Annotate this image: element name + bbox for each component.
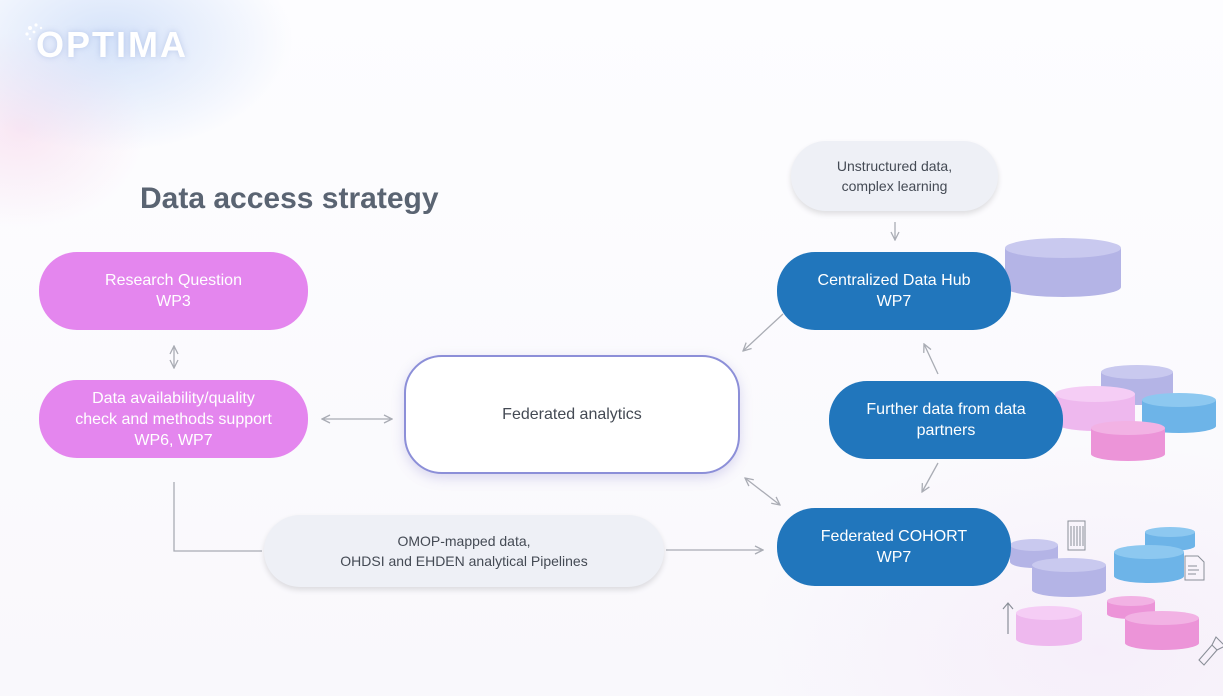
further-data-line1: Further data from data — [866, 401, 1026, 418]
cohort-databases-icon — [1010, 527, 1199, 650]
data-availability-line2: check and methods support — [75, 410, 272, 428]
omop-line1: OMOP-mapped data, — [397, 533, 531, 549]
data-availability-wp: WP6, WP7 — [134, 431, 213, 449]
arrow-further-cohort — [922, 462, 939, 492]
document-icon — [1184, 555, 1205, 581]
research-question-node: Research Question WP3 — [39, 252, 308, 330]
research-question-label: Research Question — [105, 272, 242, 289]
federated-cohort-label: Federated COHORT — [820, 528, 968, 545]
building-icon — [1067, 520, 1086, 551]
optima-logo: OPTIMA — [36, 24, 188, 65]
federated-analytics-node: Federated analytics — [404, 355, 740, 474]
data-availability-node: Data availability/quality check and meth… — [39, 380, 308, 458]
hub-database-icon — [1005, 238, 1121, 297]
up-arrow-icon — [1002, 602, 1014, 634]
federated-cohort-node: Federated COHORT WP7 — [777, 508, 1011, 586]
unstructured-data-node: Unstructured data, complex learning — [791, 141, 998, 211]
arrow-federated-cohort — [745, 478, 780, 505]
federated-cohort-wp: WP7 — [876, 549, 912, 566]
federated-analytics-label: Federated analytics — [502, 405, 642, 423]
arrow-hub-federated — [743, 313, 784, 351]
further-data-line2: partners — [916, 422, 976, 439]
research-question-wp: WP3 — [156, 293, 191, 310]
flashlight-icon — [1198, 636, 1223, 666]
page-title: Data access strategy — [140, 182, 439, 215]
data-hub-wp: WP7 — [876, 293, 912, 310]
data-availability-line1: Data availability/quality — [92, 389, 255, 407]
unstructured-line1: Unstructured data, — [836, 158, 953, 174]
line-availability-omop — [173, 482, 262, 552]
omop-line2: OHDSI and EHDEN analytical Pipelines — [340, 553, 588, 569]
unstructured-line2: complex learning — [841, 178, 948, 194]
arrow-further-hub — [924, 344, 939, 375]
logo-dots-icon — [25, 23, 43, 41]
centralized-data-hub-node: Centralized Data Hub WP7 — [777, 252, 1011, 330]
omop-data-node: OMOP-mapped data, OHDSI and EHDEN analyt… — [264, 515, 664, 587]
further-data-node: Further data from data partners — [829, 381, 1063, 459]
data-hub-label: Centralized Data Hub — [817, 272, 971, 289]
partner-databases-icon — [1055, 365, 1216, 461]
